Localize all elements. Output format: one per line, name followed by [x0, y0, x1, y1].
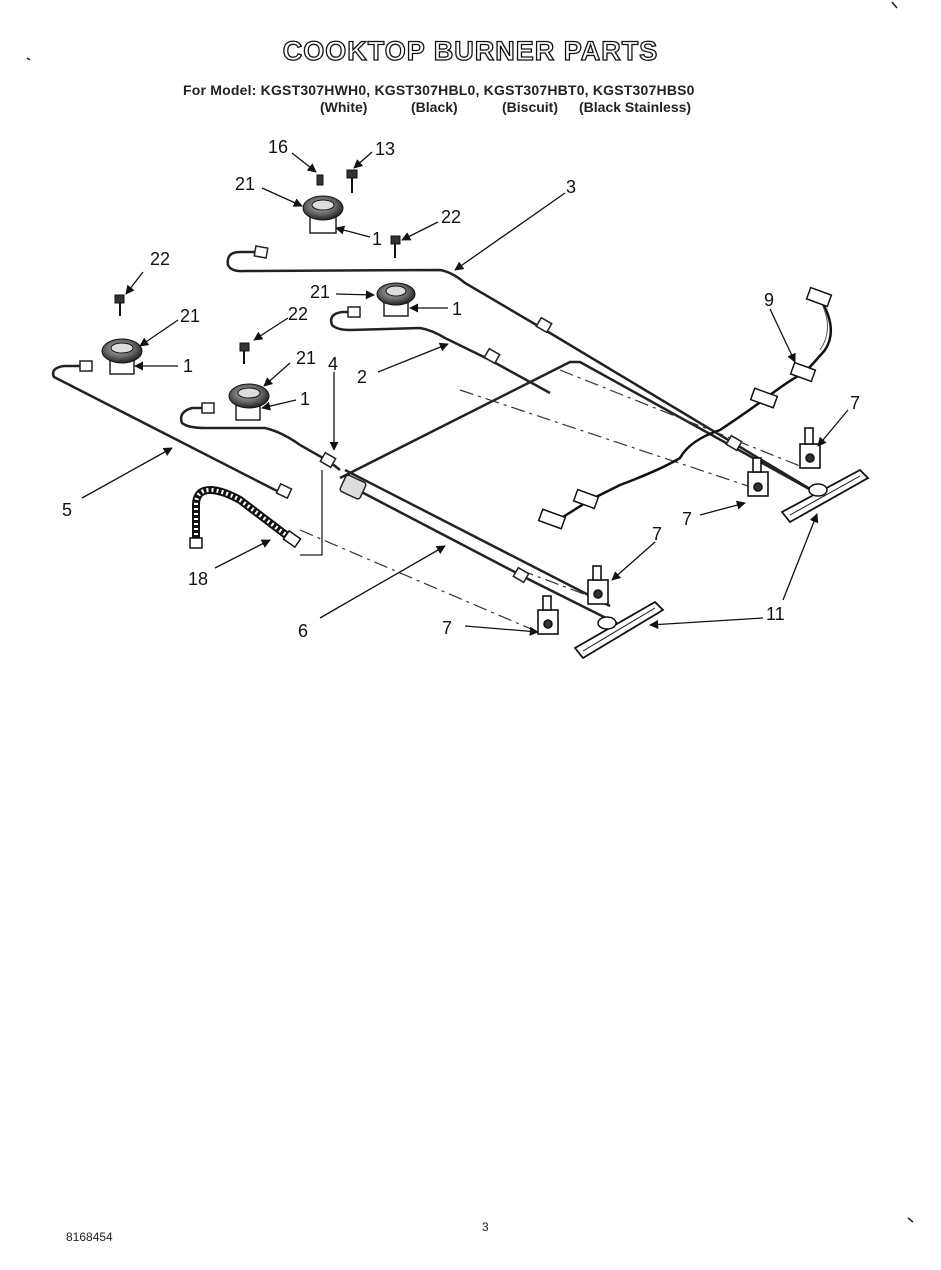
callout-7-right: 7: [850, 393, 860, 413]
page-number: 3: [482, 1220, 489, 1234]
tube-2: [329, 310, 551, 395]
callout-5: 5: [62, 500, 72, 520]
callout-7-center-right: 7: [682, 509, 692, 529]
burner-21-front: [228, 383, 270, 421]
callout-18: 18: [188, 569, 208, 589]
callout-21-top: 21: [235, 174, 255, 194]
burner-21-left: [101, 338, 143, 375]
callout-1-left: 1: [183, 356, 193, 376]
finish-white: (White): [320, 99, 368, 115]
corner-marks: [26, 1, 914, 1223]
callout-1-top: 1: [372, 229, 382, 249]
callout-16: 16: [268, 137, 288, 157]
callout-6: 6: [298, 621, 308, 641]
gas-tubes: [51, 250, 821, 627]
burner-21-top: [302, 195, 344, 234]
callout-13: 13: [375, 139, 395, 159]
valve-7-center-right: [747, 457, 769, 497]
callout-21-mid: 21: [310, 282, 330, 302]
tube-5: [51, 364, 288, 496]
doc-number: 8168454: [66, 1230, 113, 1244]
callout-2: 2: [357, 367, 367, 387]
callout-22-front: 22: [288, 304, 308, 324]
valve-7-right: [799, 427, 821, 469]
callout-3: 3: [566, 177, 576, 197]
callout-21-front: 21: [296, 348, 316, 368]
callout-1-mid: 1: [452, 299, 462, 319]
finish-black: (Black): [411, 99, 458, 115]
screw-icons: [114, 169, 401, 364]
finish-black-stainless: (Black Stainless): [579, 99, 692, 115]
tube-4: [179, 406, 341, 471]
callout-21-left: 21: [180, 306, 200, 326]
leader-lines: [81, 151, 849, 636]
manifold-6: [339, 360, 821, 497]
callout-22-top: 22: [441, 207, 461, 227]
finish-biscuit: (Biscuit): [502, 99, 558, 115]
tube-fittings: [79, 245, 743, 584]
valve-bracket-11-left: [573, 600, 665, 660]
model-list: For Model: KGST307HWH0, KGST307HBL0, KGS…: [183, 82, 695, 98]
wire-harness-9: [537, 286, 833, 530]
callout-7-left: 7: [442, 618, 452, 638]
page-title: COOKTOP BURNER PARTS: [282, 35, 659, 66]
callout-22-left: 22: [150, 249, 170, 269]
burner-21-mid: [376, 282, 416, 317]
callout-9: 9: [764, 290, 774, 310]
flex-hose-18: [189, 485, 302, 549]
callout-11: 11: [766, 604, 785, 624]
callout-1-front: 1: [300, 389, 310, 409]
callout-4: 4: [328, 354, 338, 374]
valve-bracket-11-right: [780, 468, 870, 524]
callout-7-center: 7: [652, 524, 662, 544]
tube-3: [226, 250, 816, 494]
regulator-connector: [300, 470, 323, 556]
valve-7-left: [537, 595, 559, 635]
alignment-lines: [299, 369, 811, 636]
valve-7-center: [587, 565, 609, 605]
